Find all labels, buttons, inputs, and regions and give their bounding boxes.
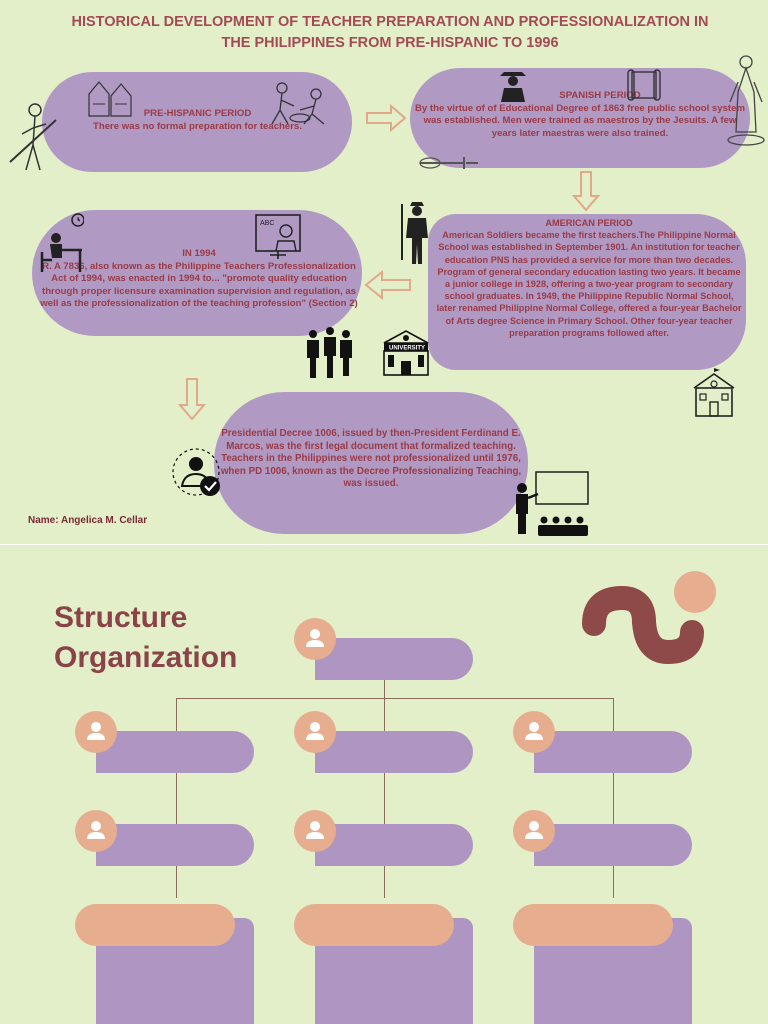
spanish-card [410, 68, 750, 168]
american-card [428, 214, 746, 370]
person-icon [513, 711, 555, 753]
connector-line [613, 698, 614, 898]
org-node [96, 731, 254, 773]
arrow-down-icon [572, 171, 600, 212]
person-icon [294, 618, 336, 660]
university-label: UNIVERSITY [389, 346, 425, 352]
prehispanic-heading: PRE-HISPANIC PERIOD [143, 108, 252, 119]
arrow-left-icon [364, 270, 411, 300]
connector-line [176, 698, 614, 699]
org-block-header [294, 904, 454, 946]
verified-user-icon [172, 448, 220, 496]
org-node [96, 824, 254, 866]
teacher-board-icon: ABC [255, 214, 301, 259]
structure-title-line2: Organization [54, 641, 238, 674]
people-icon [307, 327, 352, 378]
structure-title-line1: Structure [54, 601, 188, 634]
friar-icon [500, 72, 526, 102]
spanish-text: SPANISH PERIOD By the virtue of of Educa… [414, 90, 746, 140]
village-icon [88, 81, 132, 117]
y1994-text: IN 1994 R. A 7836, also known as the Phi… [38, 248, 360, 311]
arrow-right-icon [366, 104, 407, 132]
org-node [534, 731, 692, 773]
y1994-heading: IN 1994 [182, 248, 216, 259]
person-icon [294, 711, 336, 753]
american-body: American Soldiers became the first teach… [436, 230, 742, 338]
person-icon [513, 810, 555, 852]
arrow-down-icon [178, 378, 206, 421]
pd1006-card [214, 392, 528, 534]
spanish-heading: SPANISH PERIOD [559, 90, 641, 101]
student-desk-icon [40, 213, 84, 272]
org-block-header [75, 904, 235, 946]
person-icon [294, 810, 336, 852]
org-node [534, 824, 692, 866]
org-node [315, 731, 473, 773]
org-block-header [513, 904, 673, 946]
y1994-body: R. A 7836, also known as the Philippine … [40, 260, 358, 310]
scroll-icon [627, 69, 661, 101]
sword-icon [419, 157, 478, 169]
author-name: Name: Angelica M. Cellar [28, 515, 148, 526]
structure-title: Structure Organization [54, 598, 237, 678]
people-working-icon [271, 82, 325, 125]
org-node-top [315, 638, 473, 680]
university-icon: UNIVERSITY [383, 330, 429, 376]
statue-icon [727, 55, 765, 146]
teacher-class-icon [516, 471, 589, 536]
connector-line [176, 698, 177, 898]
pd1006-text: Presidential Decree 1006, issued by then… [214, 428, 528, 491]
american-heading: AMERICAN PERIOD [545, 218, 633, 228]
soldier-icon [401, 202, 428, 264]
caveman-icon [9, 103, 57, 171]
prehispanic-text: PRE-HISPANIC PERIOD There was no formal … [60, 108, 335, 133]
org-node [315, 824, 473, 866]
decorative-swirl-icon [582, 571, 716, 665]
school-icon [693, 368, 735, 417]
page-title: HISTORICAL DEVELOPMENT OF TEACHER PREPAR… [71, 14, 709, 51]
pd1006-body: Presidential Decree 1006, issued by then… [220, 428, 522, 489]
spanish-body: By the virtue of of Educational Degree o… [414, 102, 745, 139]
american-text: AMERICAN PERIOD American Soldiers became… [434, 217, 744, 339]
section-divider [0, 544, 768, 545]
y1994-card [32, 210, 362, 336]
connector-line [384, 678, 385, 898]
abc-label: ABC [260, 220, 274, 227]
person-icon [75, 711, 117, 753]
person-icon [75, 810, 117, 852]
prehispanic-body: There was no formal preparation for teac… [93, 120, 302, 132]
